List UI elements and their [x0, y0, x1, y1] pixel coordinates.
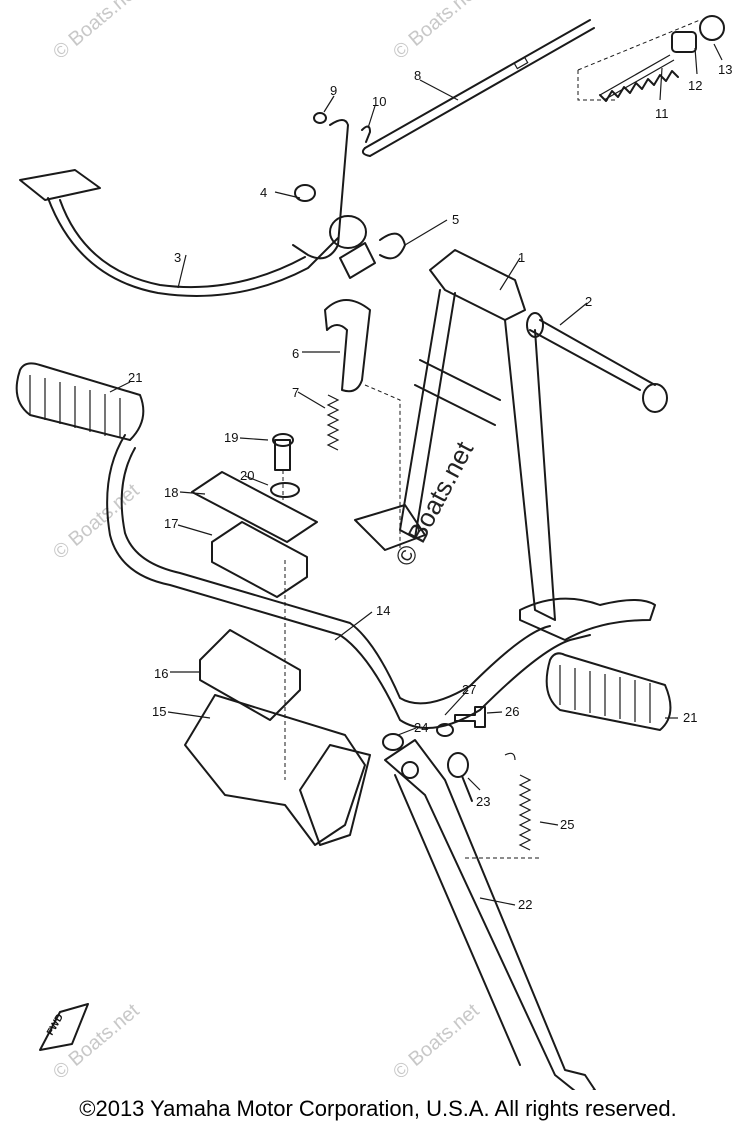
parts-diagram: © Boats.net © Boats.net © Boats.net © Bo… [15, 0, 732, 1090]
part-footrest-rubber-right [545, 652, 672, 731]
copyright-notice: ©2013 Yamaha Motor Corporation, U.S.A. A… [79, 1096, 677, 1121]
callout-13: 13 [718, 62, 732, 77]
part-brake-pedal [19, 112, 406, 297]
callout-10: 10 [372, 94, 386, 109]
callout-19: 19 [224, 430, 238, 445]
callout-7: 7 [292, 385, 299, 400]
callout-22: 22 [518, 897, 532, 912]
part-pivot-hardware [382, 706, 486, 802]
part-side-stand [384, 739, 596, 1090]
callout-27: 27 [462, 682, 476, 697]
callout-9: 9 [330, 83, 337, 98]
part-center-stand [354, 249, 656, 641]
part-footrest-rubber-left [15, 362, 145, 441]
part-shaft [526, 312, 668, 413]
part-pin [361, 125, 371, 143]
callout-20: 20 [240, 468, 254, 483]
watermark: © Boats.net [49, 0, 144, 64]
callout-14: 14 [376, 603, 390, 618]
part-side-stand-spring [465, 752, 540, 859]
callout-17: 17 [164, 516, 178, 531]
callout-24: 24 [414, 720, 428, 735]
callout-16: 16 [154, 666, 168, 681]
part-bracket [184, 694, 371, 846]
part-rod [361, 19, 595, 157]
callout-26: 26 [505, 704, 519, 719]
part-plate-spring [324, 299, 401, 550]
callout-25: 25 [560, 817, 574, 832]
part-spring-adjuster [577, 15, 725, 102]
callout-4: 4 [260, 185, 267, 200]
fwd-label: FWD [45, 1012, 66, 1037]
callout-8: 8 [414, 68, 421, 83]
callout-12: 12 [688, 78, 702, 93]
watermark: © Boats.net [389, 0, 484, 64]
callout-6: 6 [292, 346, 299, 361]
callout-2: 2 [585, 294, 592, 309]
callout-3: 3 [174, 250, 181, 265]
part-footrest-bar [106, 434, 591, 729]
watermark-main: © Boats.net [389, 436, 480, 571]
watermarks: © Boats.net © Boats.net © Boats.net © Bo… [49, 0, 484, 1084]
watermark: © Boats.net [389, 999, 484, 1083]
callout-21-left: 21 [128, 370, 142, 385]
callout-21-right: 21 [683, 710, 697, 725]
callout-23: 23 [476, 794, 490, 809]
callout-5: 5 [452, 212, 459, 227]
callout-1: 1 [518, 250, 525, 265]
watermark: © Boats.net [49, 479, 144, 563]
callout-18: 18 [164, 485, 178, 500]
callouts: 9 10 8 11 12 13 4 5 3 1 2 6 7 21 19 20 1… [128, 62, 732, 912]
callout-15: 15 [152, 704, 166, 719]
leader-lines [109, 43, 723, 906]
part-plates [191, 433, 318, 780]
callout-11: 11 [655, 106, 669, 121]
